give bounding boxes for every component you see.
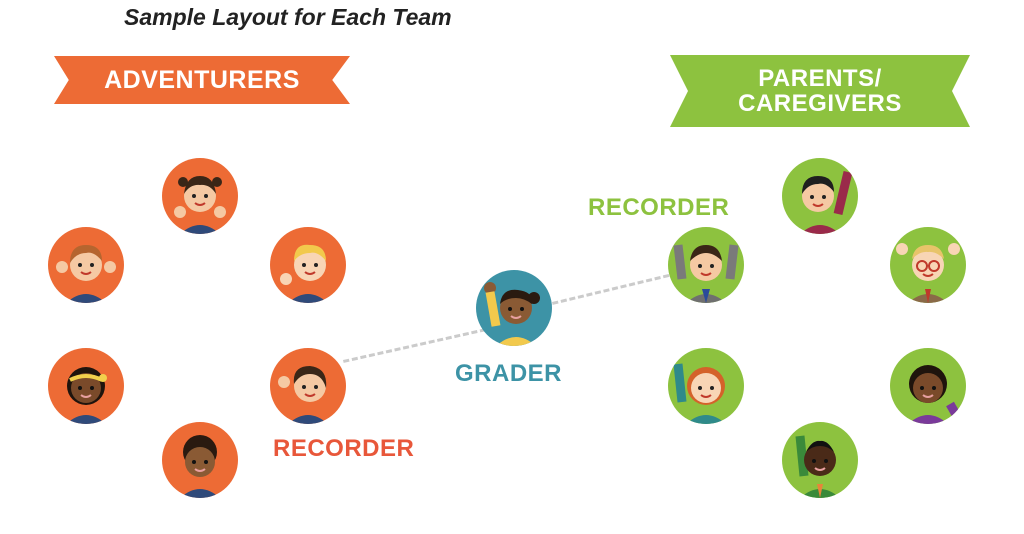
adventurer-recorder-label: RECORDER bbox=[273, 435, 415, 462]
parents-banner-line2: CAREGIVERS bbox=[738, 90, 902, 117]
adventurer-avatar-recorder bbox=[270, 348, 346, 424]
parents-banner-label: PARENTS/ CAREGIVERS bbox=[738, 66, 902, 116]
parents-banner-line1: PARENTS/ bbox=[758, 64, 882, 92]
grader-avatar bbox=[476, 270, 552, 346]
grader-label: GRADER bbox=[455, 360, 563, 387]
connector-adventurer-recorder-to-grader bbox=[343, 328, 487, 363]
adventurer-avatar-upper-right bbox=[270, 227, 346, 303]
page-title: Sample Layout for Each Team bbox=[124, 4, 452, 30]
adventurer-avatar-lower-left bbox=[48, 348, 124, 424]
adventurer-avatar-top bbox=[162, 158, 238, 234]
parent-avatar-top bbox=[782, 158, 858, 234]
connector-grader-to-parent-recorder bbox=[552, 273, 670, 305]
adventurer-avatar-upper-left bbox=[48, 227, 124, 303]
parent-avatar-bottom bbox=[782, 422, 858, 498]
parent-avatar-lower-left bbox=[668, 348, 744, 424]
parent-avatar-upper-right bbox=[890, 227, 966, 303]
adventurers-banner-label: ADVENTURERS bbox=[104, 65, 300, 94]
parent-recorder-label: RECORDER bbox=[588, 194, 730, 221]
parents-caregivers-banner: PARENTS/ CAREGIVERS bbox=[670, 55, 970, 127]
adventurers-banner: ADVENTURERS bbox=[54, 56, 350, 104]
adventurer-avatar-bottom bbox=[162, 422, 238, 498]
parent-avatar-lower-right bbox=[890, 348, 966, 424]
parent-avatar-recorder bbox=[668, 227, 744, 303]
